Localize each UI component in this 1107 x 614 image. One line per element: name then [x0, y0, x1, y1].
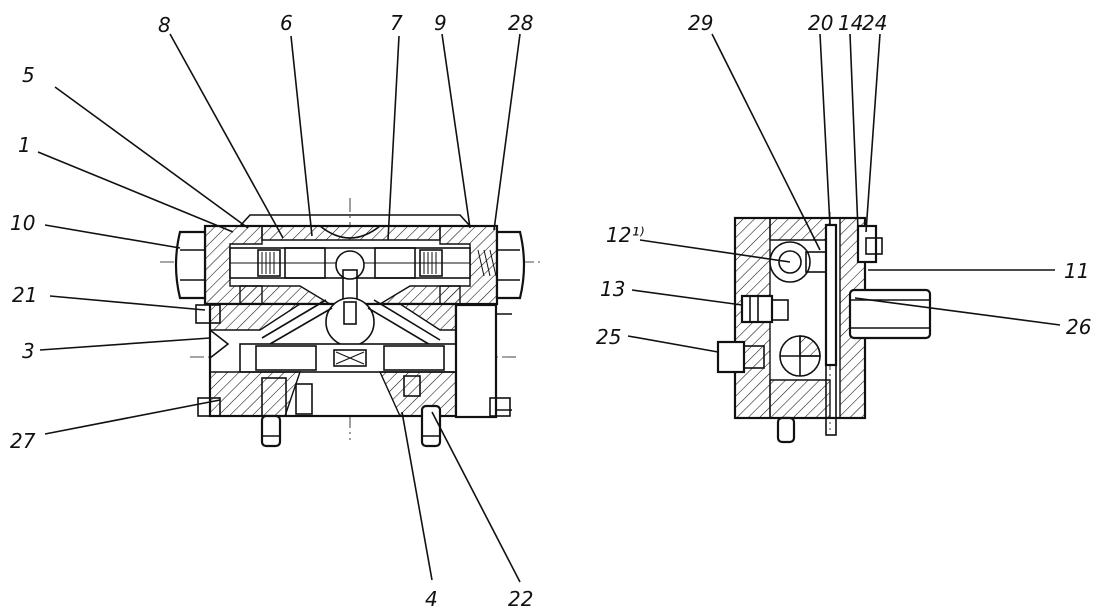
callout-26: 26 [1066, 315, 1091, 339]
right-side-view [716, 212, 932, 444]
callout-13: 13 [600, 277, 625, 301]
callout-29: 29 [688, 11, 713, 35]
callout-22: 22 [508, 587, 533, 611]
outlet-fitting [848, 288, 932, 340]
callout-11: 11 [1064, 259, 1089, 283]
callout-9: 9 [434, 11, 447, 35]
callout-24: 24 [862, 11, 887, 35]
right-end-plug [495, 230, 526, 300]
right-labels: 29 20 14 24 12¹⁾ 13 25 11 26 [596, 11, 1091, 349]
callout-20: 20 [808, 11, 833, 35]
callout-28: 28 [508, 11, 533, 35]
callout-1: 1 [18, 133, 31, 157]
callout-8: 8 [158, 13, 171, 37]
callout-25: 25 [596, 325, 621, 349]
left-end-plug [174, 230, 207, 300]
callout-10: 10 [10, 211, 35, 235]
callout-7: 7 [390, 11, 403, 35]
callout-27: 27 [10, 429, 36, 453]
callout-21: 21 [12, 283, 37, 307]
callout-14: 14 [838, 11, 863, 35]
upper-top-wall [261, 225, 441, 241]
left-pin [260, 414, 282, 448]
right-leaders [627, 33, 1061, 353]
center-bore [325, 297, 375, 347]
callout-3: 3 [22, 339, 35, 363]
valve-stem [824, 223, 838, 367]
left-sectional-view [160, 198, 540, 448]
callout-5: 5 [22, 63, 35, 87]
left-labels: 5 1 10 21 3 27 8 6 7 9 28 4 22 [10, 11, 533, 611]
left-leaders [37, 33, 521, 583]
callout-4: 4 [425, 587, 438, 611]
right-pin [420, 404, 442, 448]
callout-12: 12¹⁾ [606, 223, 644, 247]
callout-6: 6 [280, 11, 293, 35]
